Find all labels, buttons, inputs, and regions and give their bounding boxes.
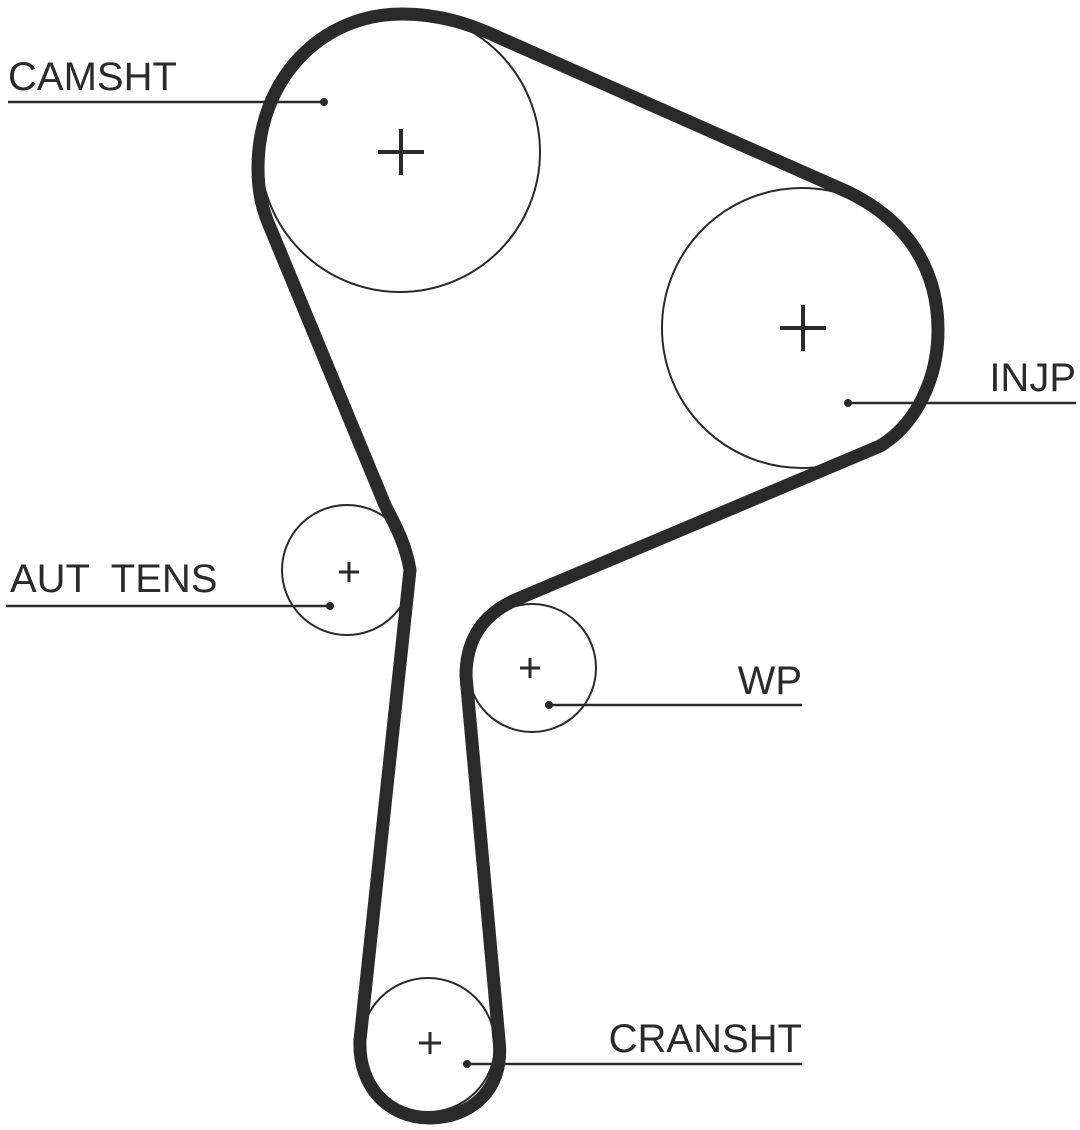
timing-belt [251, 7, 945, 1125]
water-pump-center-mark [520, 658, 540, 678]
auto-tensioner-center-mark [339, 562, 359, 582]
auto-tensioner-label: AUT TENS [10, 557, 217, 601]
camshaft-leader [8, 98, 328, 106]
injection-pump-leader [844, 399, 1076, 407]
crankshaft-center-mark [419, 1032, 441, 1054]
crankshaft-label: CRANSHT [609, 1017, 802, 1061]
camshaft-label: CAMSHT [8, 55, 177, 99]
water-pump-leader [545, 701, 802, 709]
water-pump-label: WP [738, 659, 802, 703]
injection-pump-center-mark [780, 305, 826, 351]
camshaft-center-mark [378, 129, 424, 175]
injection-pump-label: INJP [989, 356, 1076, 400]
auto-tensioner-leader [6, 602, 334, 610]
crankshaft-leader [463, 1060, 802, 1068]
